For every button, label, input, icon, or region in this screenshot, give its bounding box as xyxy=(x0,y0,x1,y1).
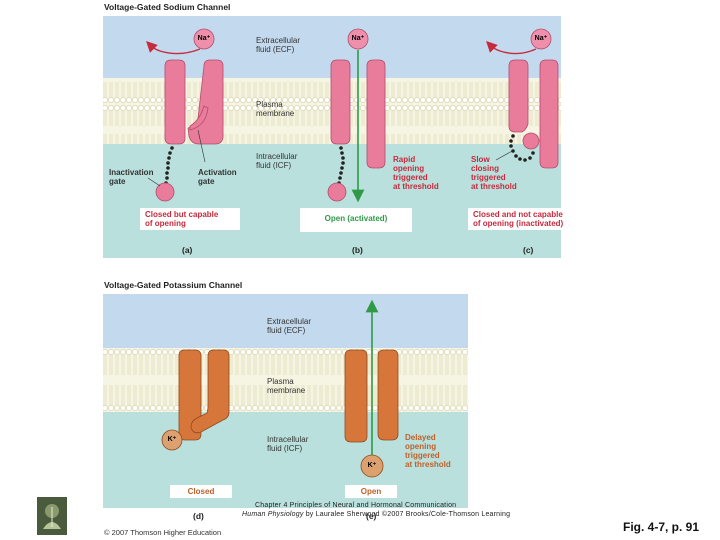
sodium-icf-label: Intracellular fluid (ICF) xyxy=(256,152,298,170)
part-label-b: (b) xyxy=(352,245,363,255)
sodium-channel-open xyxy=(327,28,386,203)
sodium-channel-diagram xyxy=(103,16,561,258)
sodium-channel-c-left-subunit xyxy=(508,59,529,133)
potassium-channel-open xyxy=(344,299,399,478)
sodium-icf-region xyxy=(103,144,561,258)
caption-potassium-open: Open xyxy=(345,485,397,498)
potassium-membrane-label: Plasma membrane xyxy=(267,377,306,395)
sodium-channel-b-right-subunit xyxy=(366,59,386,169)
part-label-e: (e) xyxy=(366,511,377,521)
sodium-ion-label-a: Na⁺ xyxy=(197,35,211,42)
publisher-logo xyxy=(37,497,67,535)
sodium-membrane-label: Plasma membrane xyxy=(256,100,295,118)
activation-gate-a xyxy=(189,105,209,131)
sodium-ion-c xyxy=(530,28,552,50)
inactivation-ball-a xyxy=(155,182,175,202)
potassium-channel-d-right-subunit xyxy=(190,349,230,434)
potassium-channel-e-right-subunit xyxy=(377,349,399,441)
part-label-c: (c) xyxy=(523,245,534,255)
inactivation-gate-label: Inactivation gate xyxy=(109,168,154,186)
potassium-membrane-region xyxy=(103,348,468,412)
inactivation-chain-a xyxy=(164,146,174,185)
potassium-ion-label-e: K⁺ xyxy=(367,462,377,469)
caption-inactivated: Closed and not capable of opening (inact… xyxy=(468,208,586,230)
figure-reference: Fig. 4-7, p. 91 xyxy=(623,520,700,534)
inactivation-ball-c xyxy=(522,132,540,150)
potassium-ion-label-d: K⁺ xyxy=(167,436,177,443)
sodium-ion-a xyxy=(193,28,215,50)
sodium-panel-title: Voltage-Gated Sodium Channel xyxy=(104,2,231,12)
copyright-text: © 2007 Thomson Higher Education xyxy=(104,528,222,537)
slow-closing-label: Slow closing triggered at threshold xyxy=(471,155,517,191)
slow-closing-pointer xyxy=(495,149,515,161)
sodium-channel-c-right-subunit xyxy=(539,59,559,169)
part-label-d: (d) xyxy=(193,511,204,521)
sodium-ion-a-arrow xyxy=(146,41,201,55)
potassium-ecf-label: Extracellular fluid (ECF) xyxy=(267,317,312,335)
potassium-ecf-region xyxy=(103,294,468,348)
delayed-opening-label: Delayed opening triggered at threshold xyxy=(405,433,451,469)
footer-book-details: by Lauralee Sherwood ©2007 Brooks/Cole-T… xyxy=(303,511,511,518)
sodium-ecf-label: Extracellular fluid (ECF) xyxy=(256,36,301,54)
potassium-channel-e-left-subunit xyxy=(344,349,368,443)
sodium-channel-a-left-subunit xyxy=(164,59,186,145)
sodium-channel-closed xyxy=(146,28,224,202)
caption-closed-capable: Closed but capable of opening xyxy=(140,208,240,230)
caption-potassium-closed: Closed xyxy=(170,485,232,498)
inactivation-chain-b xyxy=(337,146,345,185)
sodium-channel-inactivated xyxy=(486,28,559,169)
sodium-ion-label-b: Na⁺ xyxy=(351,35,365,42)
inactivation-ball-b xyxy=(327,182,347,202)
activation-gate-label: Activation gate xyxy=(198,168,237,186)
potassium-ion-d xyxy=(161,429,183,451)
sodium-ion-b xyxy=(347,28,369,50)
footer-citation: Human Physiology by Lauralee Sherwood ©2… xyxy=(242,511,510,518)
potassium-channel-closed xyxy=(161,349,230,451)
sodium-channel-b-left-subunit xyxy=(330,59,351,145)
activation-gate-pointer xyxy=(197,129,206,163)
potassium-icf-region xyxy=(103,412,468,508)
part-label-a: (a) xyxy=(182,245,193,255)
potassium-panel-title: Voltage-Gated Potassium Channel xyxy=(104,280,243,290)
footer-book-title: Human Physiology xyxy=(242,511,304,518)
sodium-ion-label-c: Na⁺ xyxy=(534,35,548,42)
caption-open-activated: Open (activated) xyxy=(300,208,412,232)
potassium-icf-label: Intracellular fluid (ICF) xyxy=(267,435,309,453)
footer-chapter: Chapter 4 Principles of Neural and Hormo… xyxy=(255,502,457,509)
inactivation-chain-c xyxy=(509,134,535,162)
inactivation-gate-pointer xyxy=(147,177,161,187)
sodium-ion-c-arrow xyxy=(486,41,537,55)
rapid-opening-label: Rapid opening triggered at threshold xyxy=(393,155,439,191)
